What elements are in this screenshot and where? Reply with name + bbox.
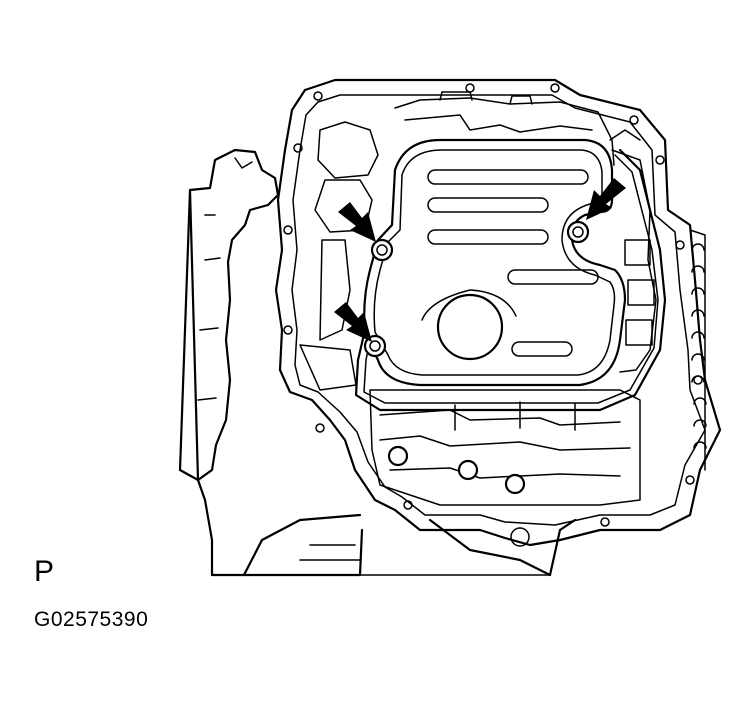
figure-code: G02575390 [34,608,149,631]
right-valve-stack [689,229,707,471]
arrow-callout-upper-right [586,178,626,220]
case-flange [274,78,722,547]
callout-arrows [334,178,626,342]
view-letter: P [34,555,55,588]
transmission-case [178,148,577,577]
oil-strainer [363,138,627,387]
arrow-callout-upper-left [338,202,376,242]
arrow-callout-lower-left [334,302,372,342]
